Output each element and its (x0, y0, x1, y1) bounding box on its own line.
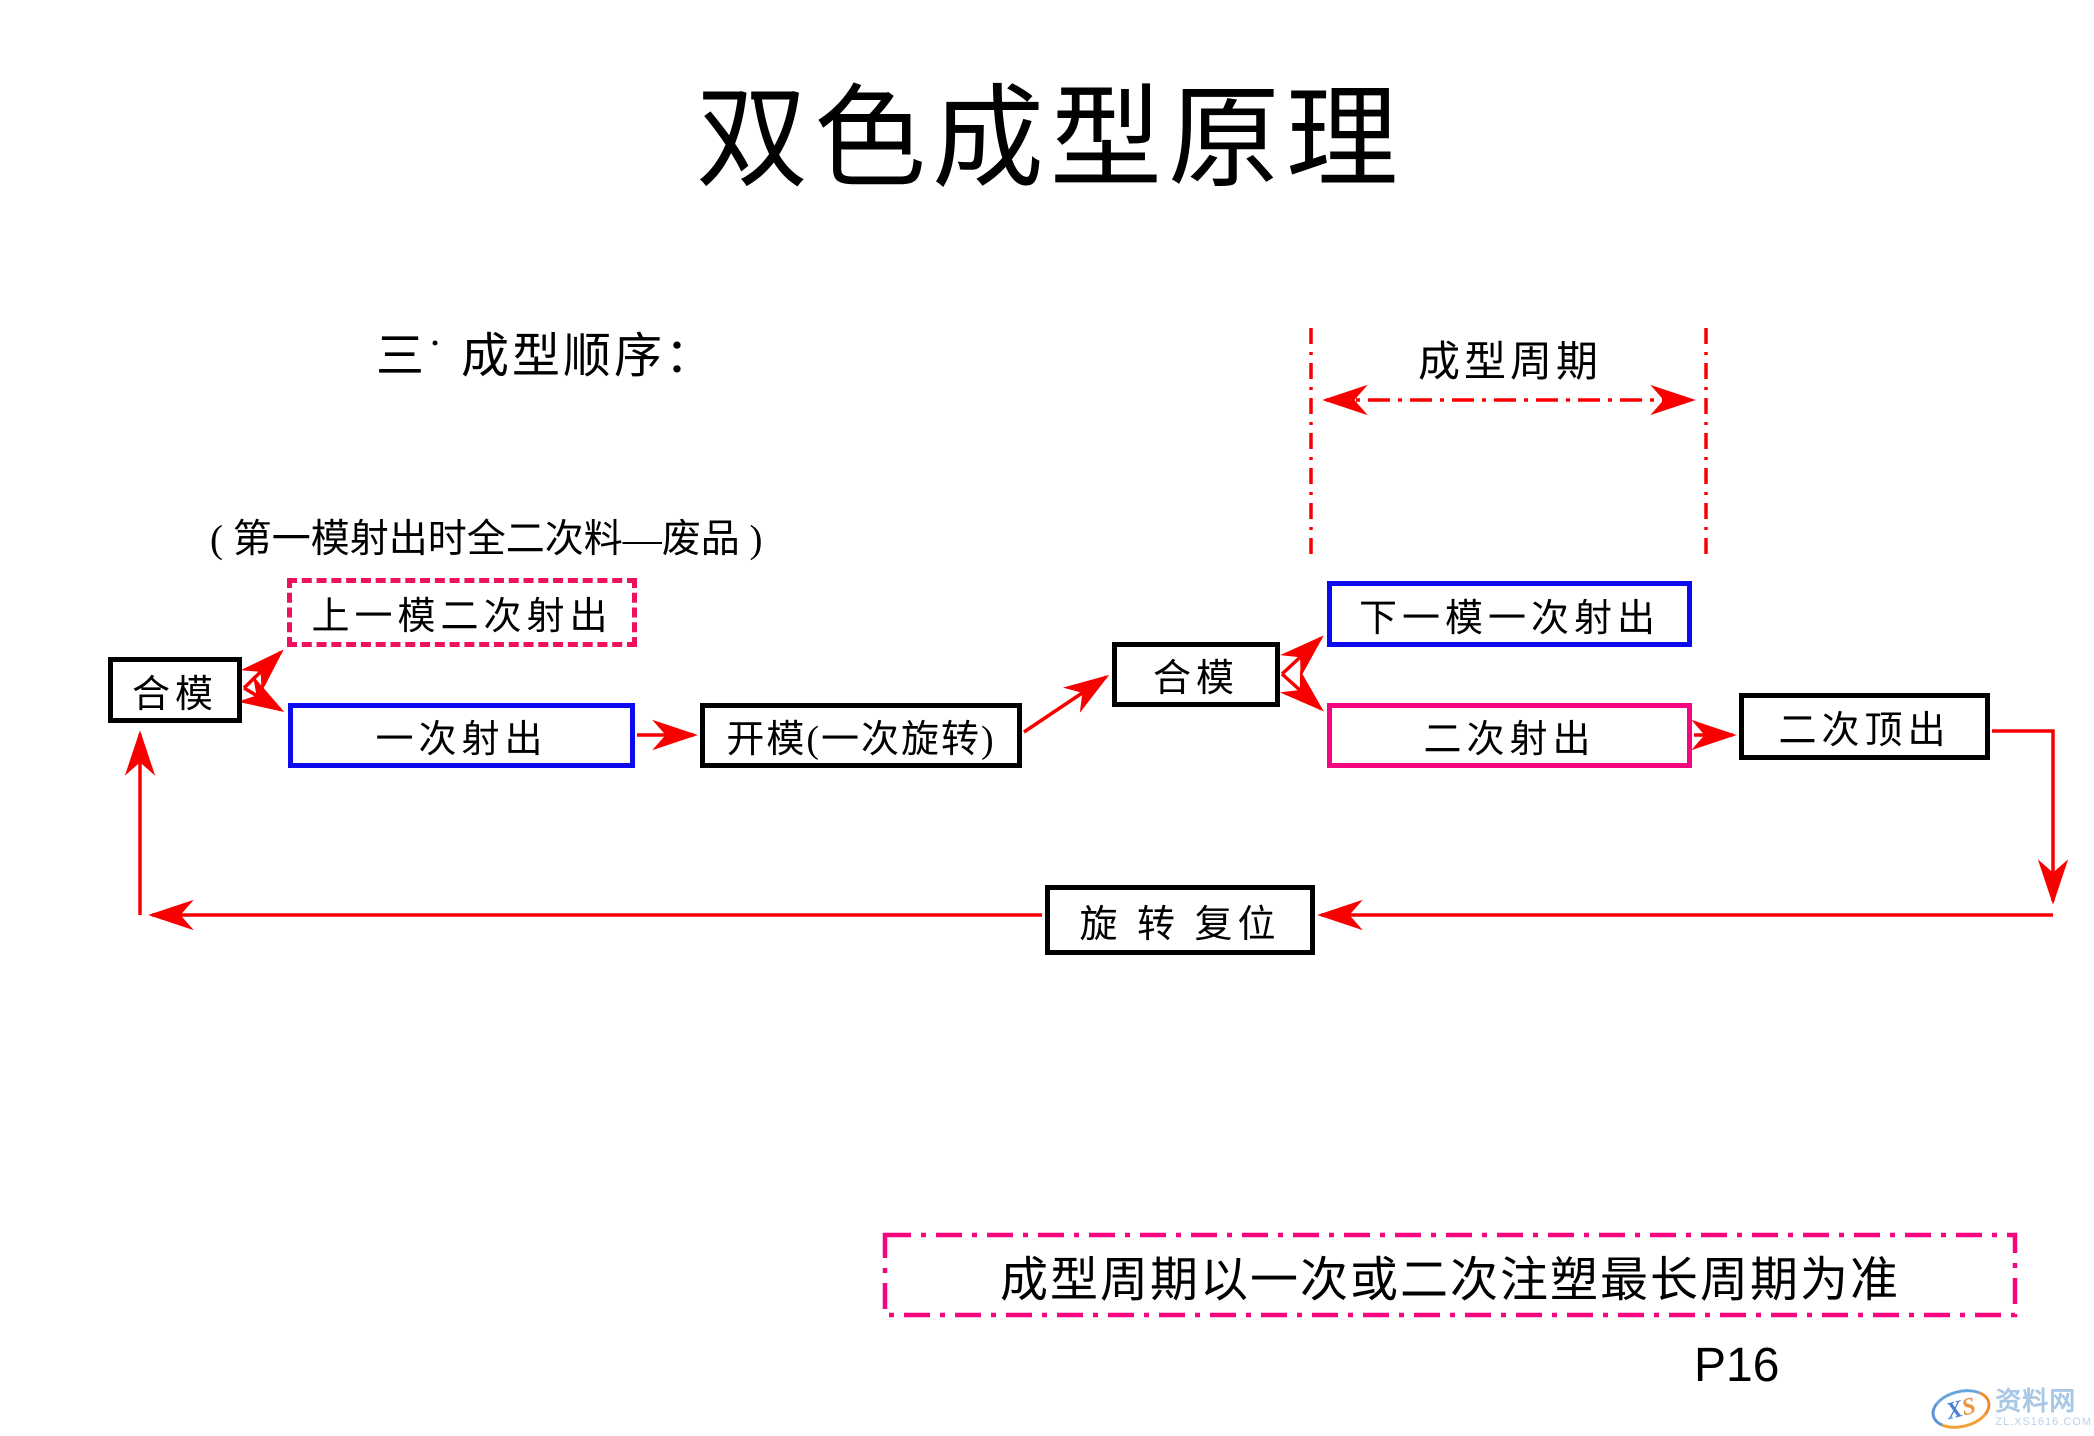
arrow-clamp1-to-first-shot (237, 675, 285, 712)
arrow-clamp2-to-second-shot (1279, 669, 1324, 712)
footer-note-box-border (882, 1232, 2018, 1318)
node-first-shot: 一次射出 (288, 703, 635, 768)
node-rotate-reset-label: 旋 转 复位 (1079, 903, 1281, 946)
node-second-eject-label: 二次顶出 (1778, 710, 1951, 752)
node-next-mold-first-shot-label: 下一模一次射出 (1358, 597, 1660, 640)
node-first-shot-label: 一次射出 (375, 719, 548, 761)
node-second-shot: 二次射出 (1327, 703, 1692, 768)
page-number: P16 (1694, 1339, 1780, 1392)
section-heading: 三˙ 成型顺序： (376, 330, 716, 383)
node-clamp-2: 合模 (1112, 642, 1280, 707)
node-open-mold-rotate-label: 开模(一次旋转) (726, 719, 996, 761)
node-clamp-1: 合模 (108, 657, 242, 723)
node-rotate-reset: 旋 转 复位 (1045, 885, 1315, 955)
footer-note-box: 成型周期以一次或二次注塑最长周期为准 (882, 1232, 2018, 1318)
arrow-clamp1-to-prev-shot (240, 649, 284, 692)
footer-note-text: 成型周期以一次或二次注塑最长周期为准 (999, 1254, 1900, 1307)
node-open-mold-rotate: 开模(一次旋转) (700, 703, 1022, 768)
node-prev-mold-second-shot: 上一模二次射出 (287, 578, 637, 647)
watermark-site-name: 资料网 (1995, 1387, 2077, 1416)
cycle-period-label: 成型周期 (1417, 340, 1602, 386)
line-eject-down (1992, 729, 2069, 905)
watermark: X S 资料网 ZL.XS1616.COM (1927, 1382, 2092, 1435)
watermark-text: 资料网 ZL.XS1616.COM (1995, 1389, 2092, 1428)
node-clamp-1-label: 合模 (131, 673, 218, 716)
watermark-site-url: ZL.XS1616.COM (1995, 1416, 2092, 1428)
arrow-open-mold-to-clamp2 (1023, 674, 1110, 734)
node-clamp-2-label: 合模 (1152, 658, 1239, 700)
waste-note: ( 第一模射出时全二次料—废品 ) (210, 518, 763, 561)
arrow-clamp2-to-next-shot (1280, 635, 1324, 678)
page-title: 双色成型原理 (696, 78, 1404, 202)
node-second-eject: 二次顶出 (1739, 693, 1990, 760)
watermark-logo-icon: X S (1927, 1382, 1995, 1435)
node-next-mold-first-shot: 下一模一次射出 (1327, 581, 1692, 647)
node-second-shot-label: 二次射出 (1423, 719, 1596, 761)
node-prev-mold-second-shot-label: 上一模二次射出 (311, 596, 613, 638)
